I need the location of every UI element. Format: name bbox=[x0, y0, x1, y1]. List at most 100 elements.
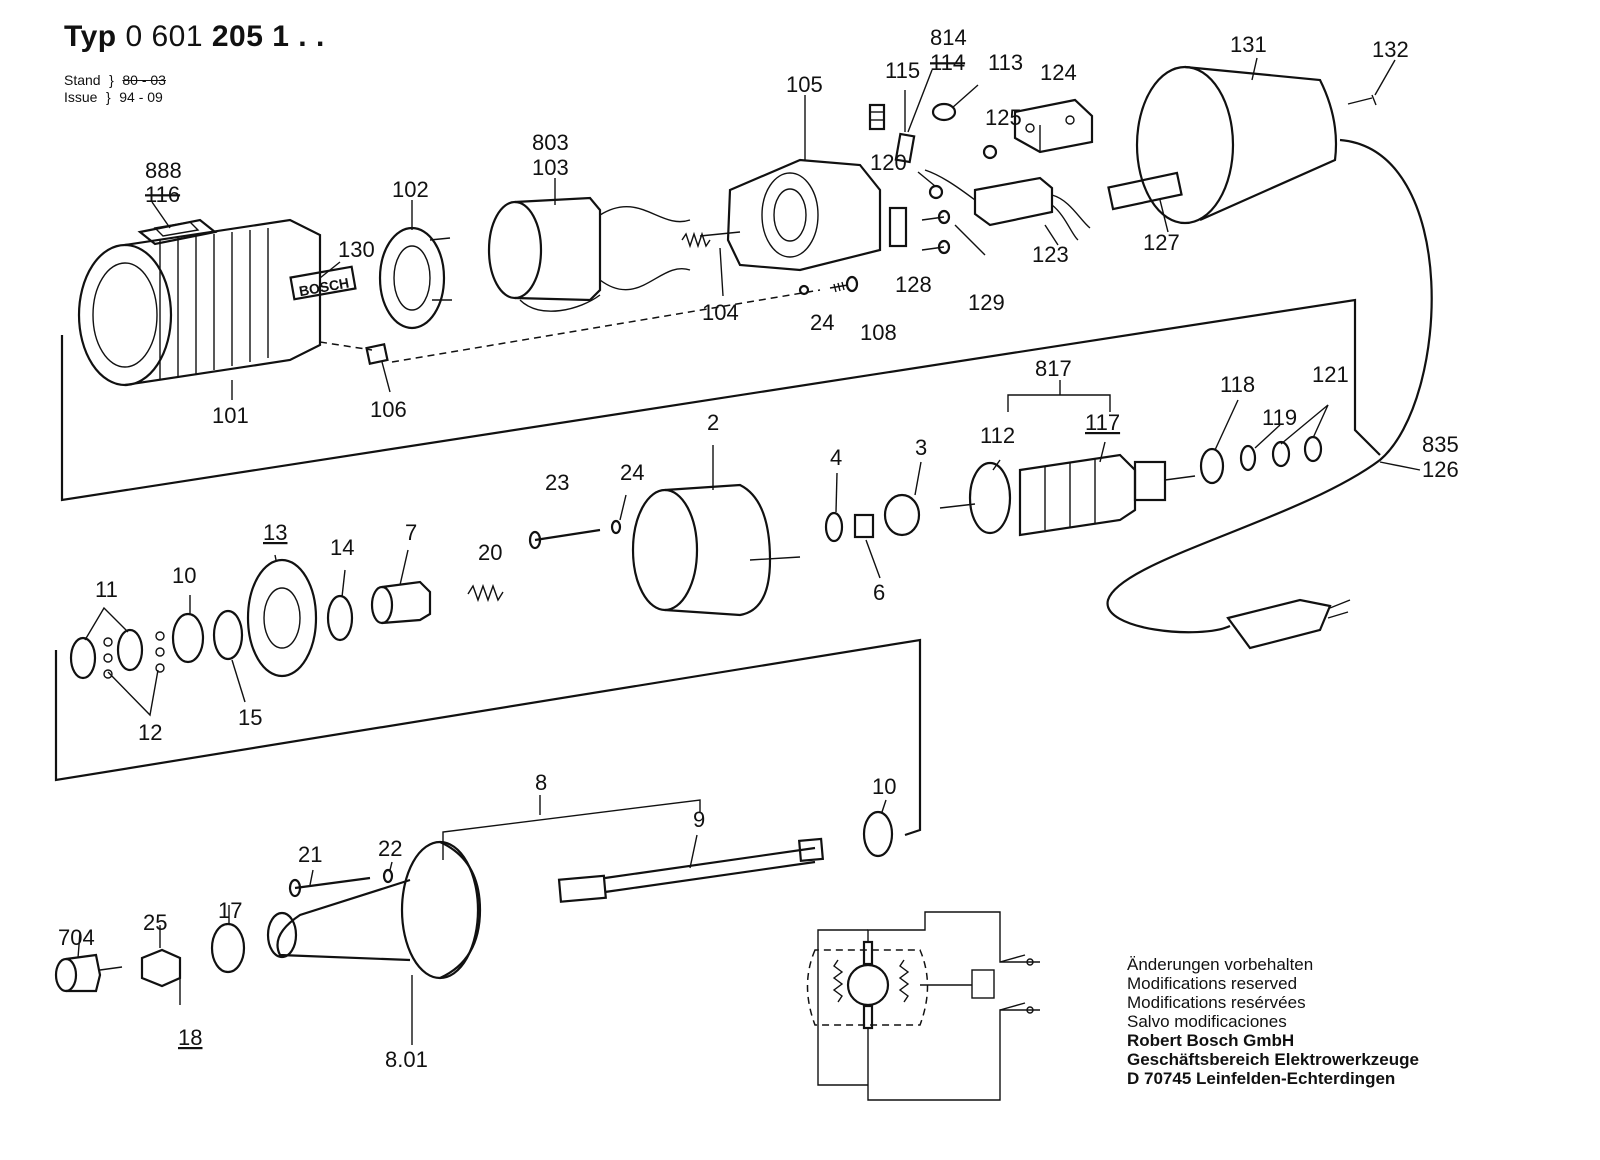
screw-23 bbox=[528, 528, 601, 550]
stand-label: Stand bbox=[64, 72, 101, 88]
dashed-link-106-108 bbox=[391, 289, 821, 363]
label-119: 119 bbox=[1262, 405, 1297, 430]
spring-104 bbox=[681, 231, 711, 249]
plug-835 bbox=[1226, 598, 1351, 650]
label-123: 123 bbox=[1032, 242, 1069, 267]
washer-22 bbox=[382, 868, 394, 884]
bearing-cover-13 bbox=[246, 558, 318, 678]
label-21: 21 bbox=[298, 842, 322, 867]
label-24-middle: 24 bbox=[620, 460, 644, 485]
notice-de: Änderungen vorbehalten bbox=[1127, 955, 1314, 974]
spindle-9 bbox=[557, 837, 825, 903]
group-frame-top bbox=[60, 298, 1381, 502]
nut-7 bbox=[370, 580, 432, 625]
label-817: 817 bbox=[1035, 356, 1072, 381]
label-106: 106 bbox=[370, 397, 407, 422]
company-division: Geschäftsbereich Elektrowerkzeuge bbox=[1127, 1050, 1419, 1069]
cover-131 bbox=[1135, 65, 1338, 225]
screws-129 bbox=[921, 209, 951, 255]
screw-125 bbox=[982, 144, 998, 160]
label-120: 120 bbox=[870, 150, 907, 175]
label-10-bottom: 10 bbox=[872, 774, 896, 799]
label-13: 13 bbox=[263, 520, 287, 545]
label-25: 25 bbox=[143, 910, 167, 935]
label-101: 101 bbox=[212, 403, 249, 428]
label-127: 127 bbox=[1143, 230, 1180, 255]
company-name: Robert Bosch GmbH bbox=[1127, 1031, 1295, 1050]
grinding-point-704 bbox=[54, 953, 123, 993]
motor-housing-101: BOSCH bbox=[77, 218, 357, 387]
label-6: 6 bbox=[873, 580, 885, 605]
label-115: 115 bbox=[885, 58, 920, 83]
label-8: 8 bbox=[535, 770, 547, 795]
label-11: 11 bbox=[95, 577, 118, 602]
balls-12 bbox=[103, 631, 165, 679]
notice-fr: Modifications resérvées bbox=[1127, 993, 1306, 1012]
wiring-schematic bbox=[806, 911, 1040, 1101]
clip-106 bbox=[365, 342, 389, 366]
spring-20 bbox=[467, 583, 504, 603]
type-heading: Typ 0 601 205 1 . . bbox=[64, 20, 325, 54]
label-112: 112 bbox=[980, 423, 1015, 448]
label-114: 114 bbox=[930, 50, 965, 75]
label-104: 104 bbox=[702, 300, 739, 325]
label-131: 131 bbox=[1230, 32, 1267, 57]
capacitor-123 bbox=[924, 169, 1091, 241]
label-18: 18 bbox=[178, 1025, 202, 1050]
spindle-housing-801 bbox=[266, 840, 482, 980]
label-24-top: 24 bbox=[810, 310, 834, 335]
label-102: 102 bbox=[392, 177, 429, 202]
washer-121b bbox=[1303, 435, 1323, 463]
label-14: 14 bbox=[330, 535, 354, 560]
label-116: 116 bbox=[145, 182, 180, 207]
label-888: 888 bbox=[145, 158, 182, 183]
label-129: 129 bbox=[968, 290, 1005, 315]
collet-nut-25 bbox=[140, 948, 182, 988]
stand-date: 80 - 03 bbox=[122, 72, 166, 88]
label-124: 124 bbox=[1040, 60, 1077, 85]
label-835: 835 bbox=[1422, 432, 1459, 457]
label-126: 126 bbox=[1422, 457, 1459, 482]
brush-128 bbox=[888, 206, 908, 248]
label-108: 108 bbox=[860, 320, 897, 345]
label-118: 118 bbox=[1220, 372, 1255, 397]
label-4: 4 bbox=[830, 445, 842, 470]
bosch-logo: BOSCH bbox=[298, 275, 351, 300]
company-address: D 70745 Leinfelden-Echterdingen bbox=[1127, 1069, 1396, 1088]
typ-number-bold: 205 1 . . bbox=[211, 20, 325, 53]
terminal-814 bbox=[894, 132, 916, 164]
spacer-6 bbox=[853, 513, 875, 539]
screw-132 bbox=[1347, 94, 1377, 106]
washer-119 bbox=[1239, 444, 1257, 472]
bearing-118 bbox=[1199, 447, 1225, 485]
label-10-middle: 10 bbox=[172, 563, 196, 588]
nameplate-888 bbox=[137, 218, 218, 246]
ring-17 bbox=[210, 922, 246, 974]
part-labels: 888 116 101 130 102 803 103 105 104 106 … bbox=[58, 25, 1459, 1072]
group-frame-middle bbox=[54, 638, 922, 837]
brush-holder-105 bbox=[699, 158, 882, 272]
dashed-link-101-106 bbox=[319, 341, 373, 351]
label-12: 12 bbox=[138, 720, 162, 745]
stand-issue-block: Stand } 80 - 03 Issue } 94 - 09 bbox=[64, 72, 166, 105]
label-9: 9 bbox=[693, 807, 705, 832]
issue-date: 94 - 09 bbox=[119, 89, 163, 105]
footer-notice: Änderungen vorbehalten Modifications res… bbox=[1127, 955, 1419, 1088]
typ-number: 0 601 bbox=[125, 20, 204, 53]
leader-lines bbox=[77, 57, 1421, 1045]
screw-108 bbox=[829, 275, 859, 293]
washer-24-middle bbox=[610, 519, 622, 535]
armature-817 bbox=[939, 453, 1196, 537]
label-128: 128 bbox=[895, 272, 932, 297]
label-3: 3 bbox=[915, 435, 927, 460]
circlip-14 bbox=[326, 594, 354, 642]
washer-121a bbox=[1271, 440, 1291, 468]
label-814: 814 bbox=[930, 25, 967, 50]
label-22: 22 bbox=[378, 836, 402, 861]
label-132: 132 bbox=[1372, 37, 1409, 62]
label-7: 7 bbox=[405, 520, 417, 545]
bearing-cages-11 bbox=[69, 628, 144, 680]
switch-124 bbox=[1013, 98, 1094, 154]
notice-es: Salvo modificaciones bbox=[1127, 1012, 1287, 1031]
label-117: 117 bbox=[1085, 410, 1120, 435]
